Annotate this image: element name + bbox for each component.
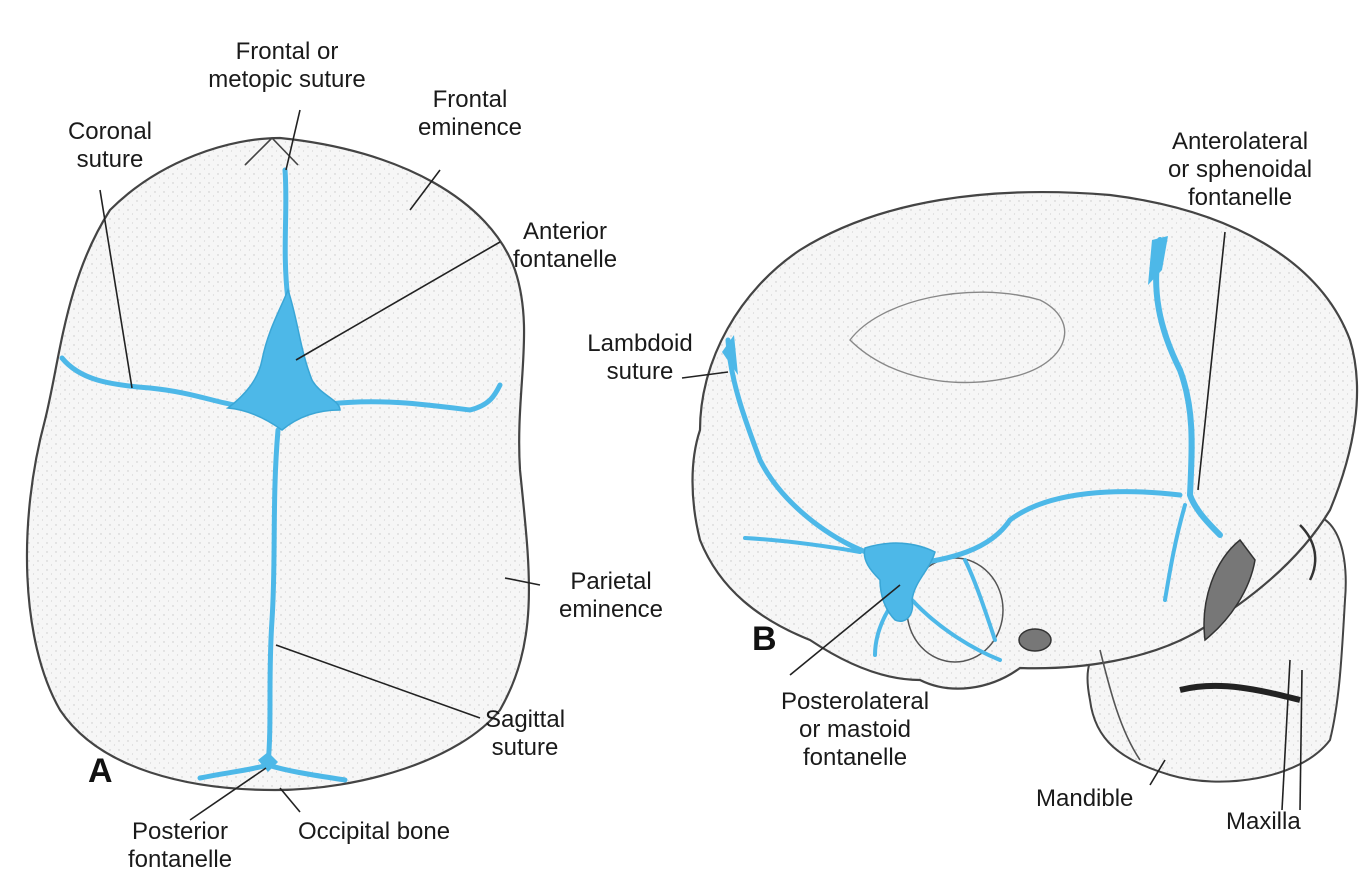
metopic-suture-path: [282, 167, 291, 303]
label-frontal-suture-line-1: Frontal or: [235, 38, 339, 65]
leader-occipital-bone: [279, 787, 301, 813]
leader-maxilla-1: [1281, 659, 1291, 811]
parietotemporal-suture-path: [963, 558, 997, 642]
label-maxilla: Maxilla: [1226, 808, 1301, 835]
label-frontal-suture-line-2: metopic suture: [208, 66, 366, 93]
leader-frontal-eminence: [409, 169, 441, 211]
posterolateral-fontanelle-shape: [863, 542, 936, 622]
leader-parietal-eminence: [504, 577, 541, 586]
anterior-fontanelle-shape: [226, 287, 341, 431]
ear-opening: [1018, 628, 1052, 652]
sutures-lateral: [725, 237, 1223, 662]
leaders-b: [681, 231, 1303, 811]
label-mandible: Mandible: [1036, 785, 1134, 812]
label-anterior-fontanelle-line-1: Anterior: [522, 218, 608, 245]
label-posterior-fontanelle: Posterior fontanelle: [100, 818, 260, 874]
label-frontal-eminence-line-2: eminence: [417, 114, 523, 141]
leader-posterolateral-fontanelle: [789, 584, 901, 676]
anterolateral-fontanelle-shape: [1148, 236, 1168, 285]
label-sagittal-suture-line-1: Sagittal: [484, 706, 566, 733]
label-lambdoid-suture-line-1: Lambdoid: [587, 330, 693, 357]
label-anterolateral-line-1: Anterolateral: [1171, 128, 1309, 155]
squamosal-suture-path: [902, 489, 1183, 568]
label-parietal-eminence-line-2: eminence: [558, 596, 664, 623]
leader-posterior-fontanelle: [189, 767, 267, 821]
label-posterolateral-line-1: Posterolateral: [780, 688, 930, 715]
leaders-a: [99, 109, 541, 821]
leader-frontal-suture: [285, 109, 301, 171]
panel-letter-b: B: [752, 620, 777, 658]
mandible-ramus: [1099, 649, 1141, 761]
cranium-outline: [691, 191, 1359, 690]
label-occipital-bone: Occipital bone: [298, 818, 451, 845]
leader-anterolateral-fontanelle: [1197, 231, 1226, 491]
label-posterolateral-line-3: fontanelle: [802, 744, 908, 771]
label-anterolateral-fontanelle: Anterolateral or sphenoidal fontanelle: [1130, 128, 1350, 212]
lateral-view-skull: [681, 191, 1359, 811]
coronal-suture-lateral-path: [1153, 237, 1223, 538]
occipitomastoid-suture-path: [743, 536, 862, 554]
label-coronal-suture-line-1: Coronal: [67, 118, 153, 145]
leader-anterior-fontanelle: [295, 241, 501, 361]
leader-mandible: [1149, 759, 1166, 786]
sutures-superior: [59, 167, 503, 783]
label-posterolateral-line-2: or mastoid: [798, 716, 912, 743]
label-frontal-eminence-line-1: Frontal: [432, 86, 508, 113]
label-frontal-eminence: Frontal eminence: [390, 86, 550, 142]
superior-view-skull: [25, 109, 541, 821]
leader-sagittal-suture: [275, 644, 481, 719]
right-coronal-suture-path: [327, 382, 503, 413]
leader-lambdoid-suture: [681, 371, 729, 379]
sagittal-suture-path: [265, 427, 281, 768]
tooth-line: [1179, 682, 1301, 703]
label-frontal-suture: Frontal or metopic suture: [162, 38, 412, 94]
label-anterolateral-line-2: or sphenoidal: [1167, 156, 1313, 183]
label-posterior-fontanelle-line-1: Posterior: [131, 818, 229, 845]
label-anterolateral-line-3: fontanelle: [1187, 184, 1293, 211]
brain-contour: [849, 291, 1066, 384]
label-posterolateral-fontanelle: Posterolateral or mastoid fontanelle: [740, 688, 970, 772]
label-posterior-fontanelle-line-2: fontanelle: [127, 846, 233, 873]
label-sagittal-suture-line-2: suture: [491, 734, 559, 761]
label-anterior-fontanelle-line-2: fontanelle: [512, 246, 618, 273]
nasal-detail: [1299, 524, 1317, 581]
lambdoid-tip-shape: [722, 335, 738, 375]
label-lambdoid-suture: Lambdoid suture: [560, 330, 720, 386]
label-sagittal-suture: Sagittal suture: [450, 706, 600, 762]
panel-letter-a: A: [88, 752, 113, 790]
sphenoid-branch-path: [1163, 503, 1187, 602]
label-parietal-eminence-line-1: Parietal: [570, 568, 652, 595]
orbit-detail: [1203, 538, 1256, 642]
label-parietal-eminence: Parietal eminence: [526, 568, 696, 624]
label-coronal-suture: Coronal suture: [30, 118, 190, 174]
leader-maxilla-2: [1299, 669, 1303, 811]
left-coronal-suture-path: [59, 355, 238, 408]
label-lambdoid-suture-line-2: suture: [606, 358, 674, 385]
leader-coronal-suture: [99, 189, 133, 389]
posterior-fontanelle-shape: [258, 752, 278, 772]
label-anterior-fontanelle: Anterior fontanelle: [480, 218, 650, 274]
label-coronal-suture-line-2: suture: [76, 146, 144, 173]
